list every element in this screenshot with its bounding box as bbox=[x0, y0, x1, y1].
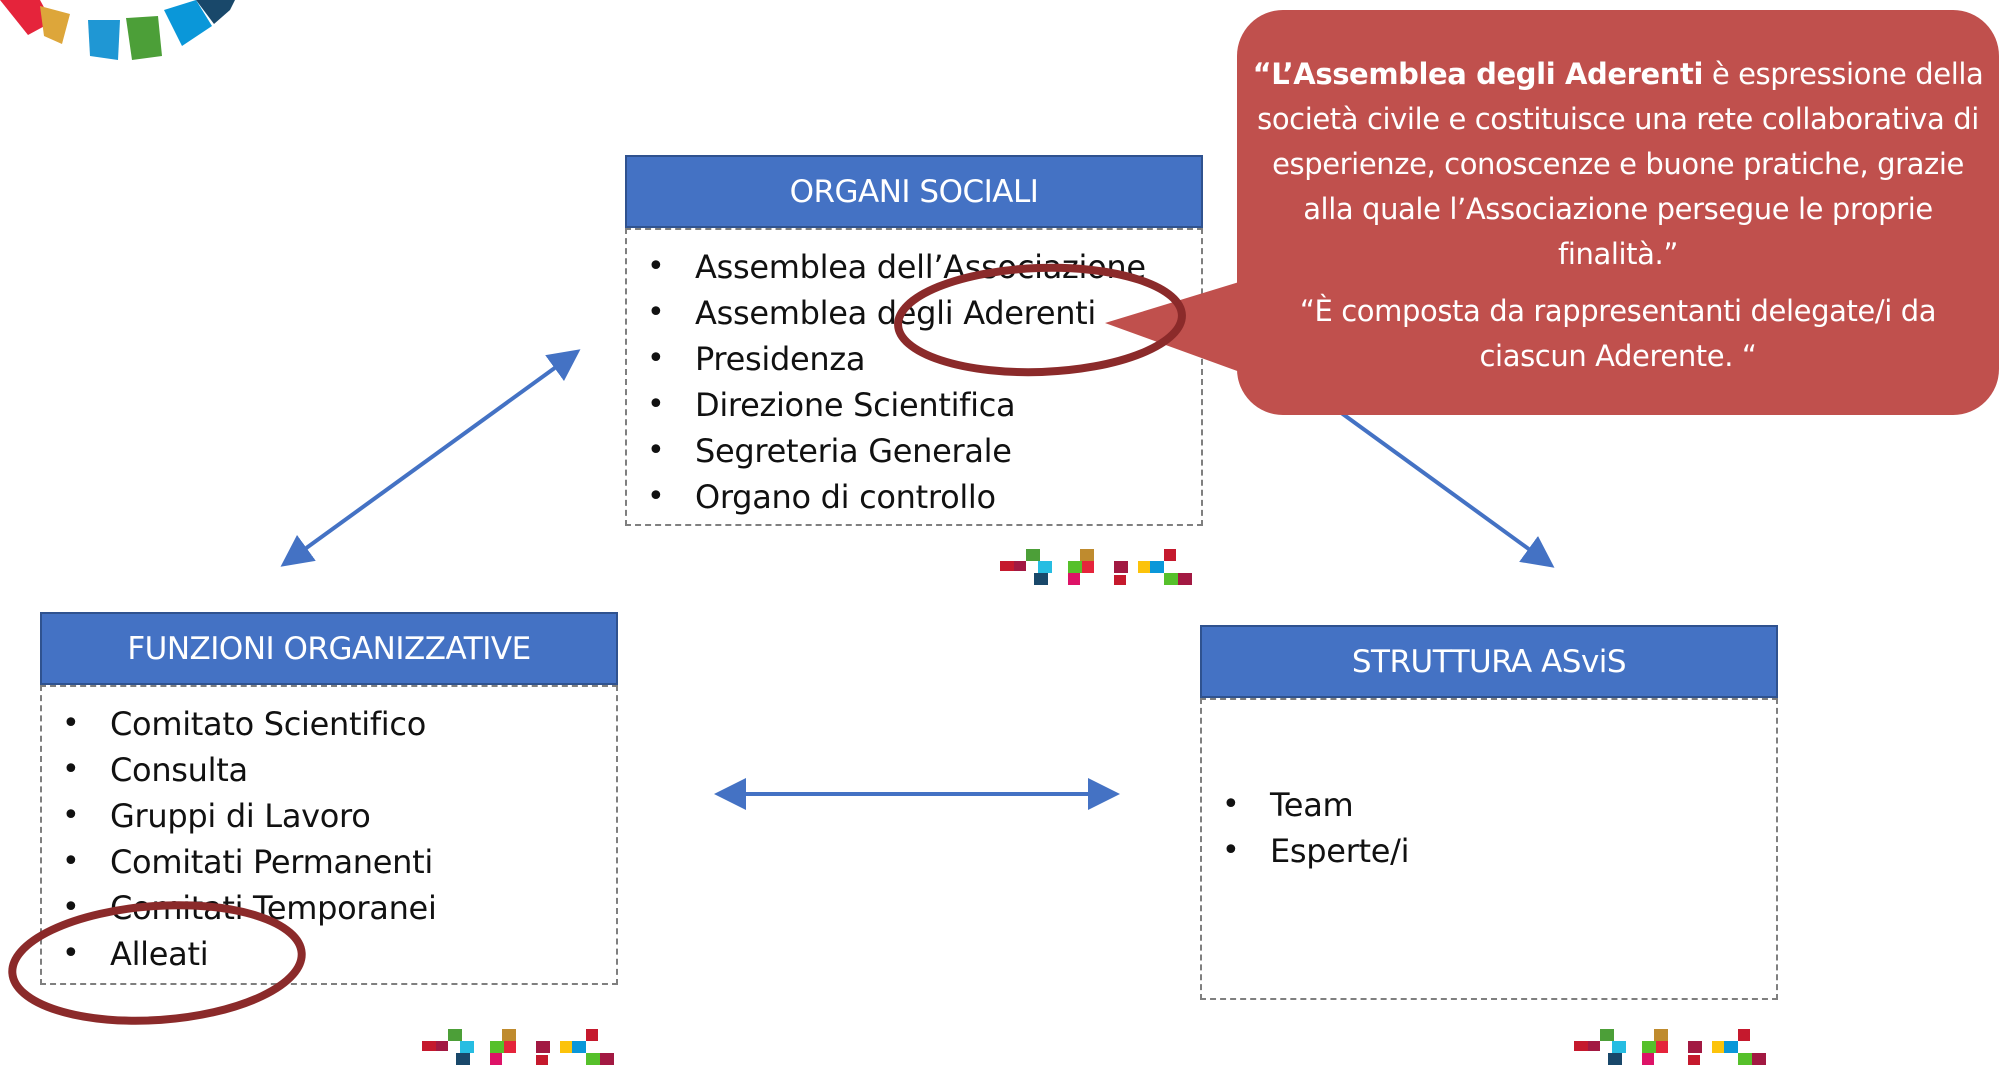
organi-sociali-panel: ORGANI SOCIALI Assemblea dell’Associazio… bbox=[625, 155, 1203, 526]
arrow-organi-funzioni bbox=[280, 349, 581, 567]
list-item: Gruppi di Lavoro bbox=[42, 793, 616, 839]
callout-bubble: “L’Assemblea degli Aderenti è espression… bbox=[1237, 10, 1999, 415]
list-item: Organo di controllo bbox=[627, 474, 1201, 520]
list-item: Comitati Permanenti bbox=[42, 839, 616, 885]
callout-text: è espressione della società civile e cos… bbox=[1257, 57, 1984, 271]
list-item: Consulta bbox=[42, 747, 616, 793]
arrow-organi-struttura bbox=[1338, 410, 1555, 568]
list-item: Esperte/i bbox=[1202, 828, 1776, 874]
funzioni-organizzative-header: FUNZIONI ORGANIZZATIVE bbox=[40, 612, 618, 685]
list-item: Team bbox=[1202, 782, 1776, 828]
logo-icon bbox=[0, 0, 235, 60]
list-item: Presidenza bbox=[627, 336, 1201, 382]
struttura-asvis-list: Team Esperte/i bbox=[1202, 782, 1776, 874]
callout-second: “È composta da rappresentanti delegate/i… bbox=[1299, 294, 1937, 373]
struttura-asvis-list-box: Team Esperte/i bbox=[1200, 698, 1778, 1000]
highlight-ring-aderenti bbox=[894, 263, 1186, 377]
organi-sociali-list: Assemblea dell’Associazione Assemblea de… bbox=[627, 244, 1201, 520]
organi-sociali-header: ORGANI SOCIALI bbox=[625, 155, 1203, 228]
list-item: Alleati bbox=[42, 931, 616, 977]
callout-quote: “L’Assemblea degli Aderenti è espression… bbox=[1251, 52, 1985, 277]
pixel-pattern-icon bbox=[1574, 1029, 1766, 1065]
highlight-ring-alleati bbox=[8, 901, 306, 1025]
list-item: Segreteria Generale bbox=[627, 428, 1201, 474]
organi-sociali-list-box: Assemblea dell’Associazione Assemblea de… bbox=[625, 228, 1203, 526]
struttura-asvis-header: STRUTTURA ASviS bbox=[1200, 625, 1778, 698]
callout-bold-text: L’Assemblea degli Aderenti bbox=[1271, 57, 1704, 91]
list-item: Comitato Scientifico bbox=[42, 701, 616, 747]
pixel-pattern-icon bbox=[1000, 549, 1192, 585]
struttura-asvis-panel: STRUTTURA ASviS Team Esperte/i bbox=[1200, 625, 1778, 1000]
pixel-pattern-icon bbox=[422, 1029, 614, 1065]
callout-quote-open: “ bbox=[1252, 57, 1272, 91]
list-item: Direzione Scientifica bbox=[627, 382, 1201, 428]
